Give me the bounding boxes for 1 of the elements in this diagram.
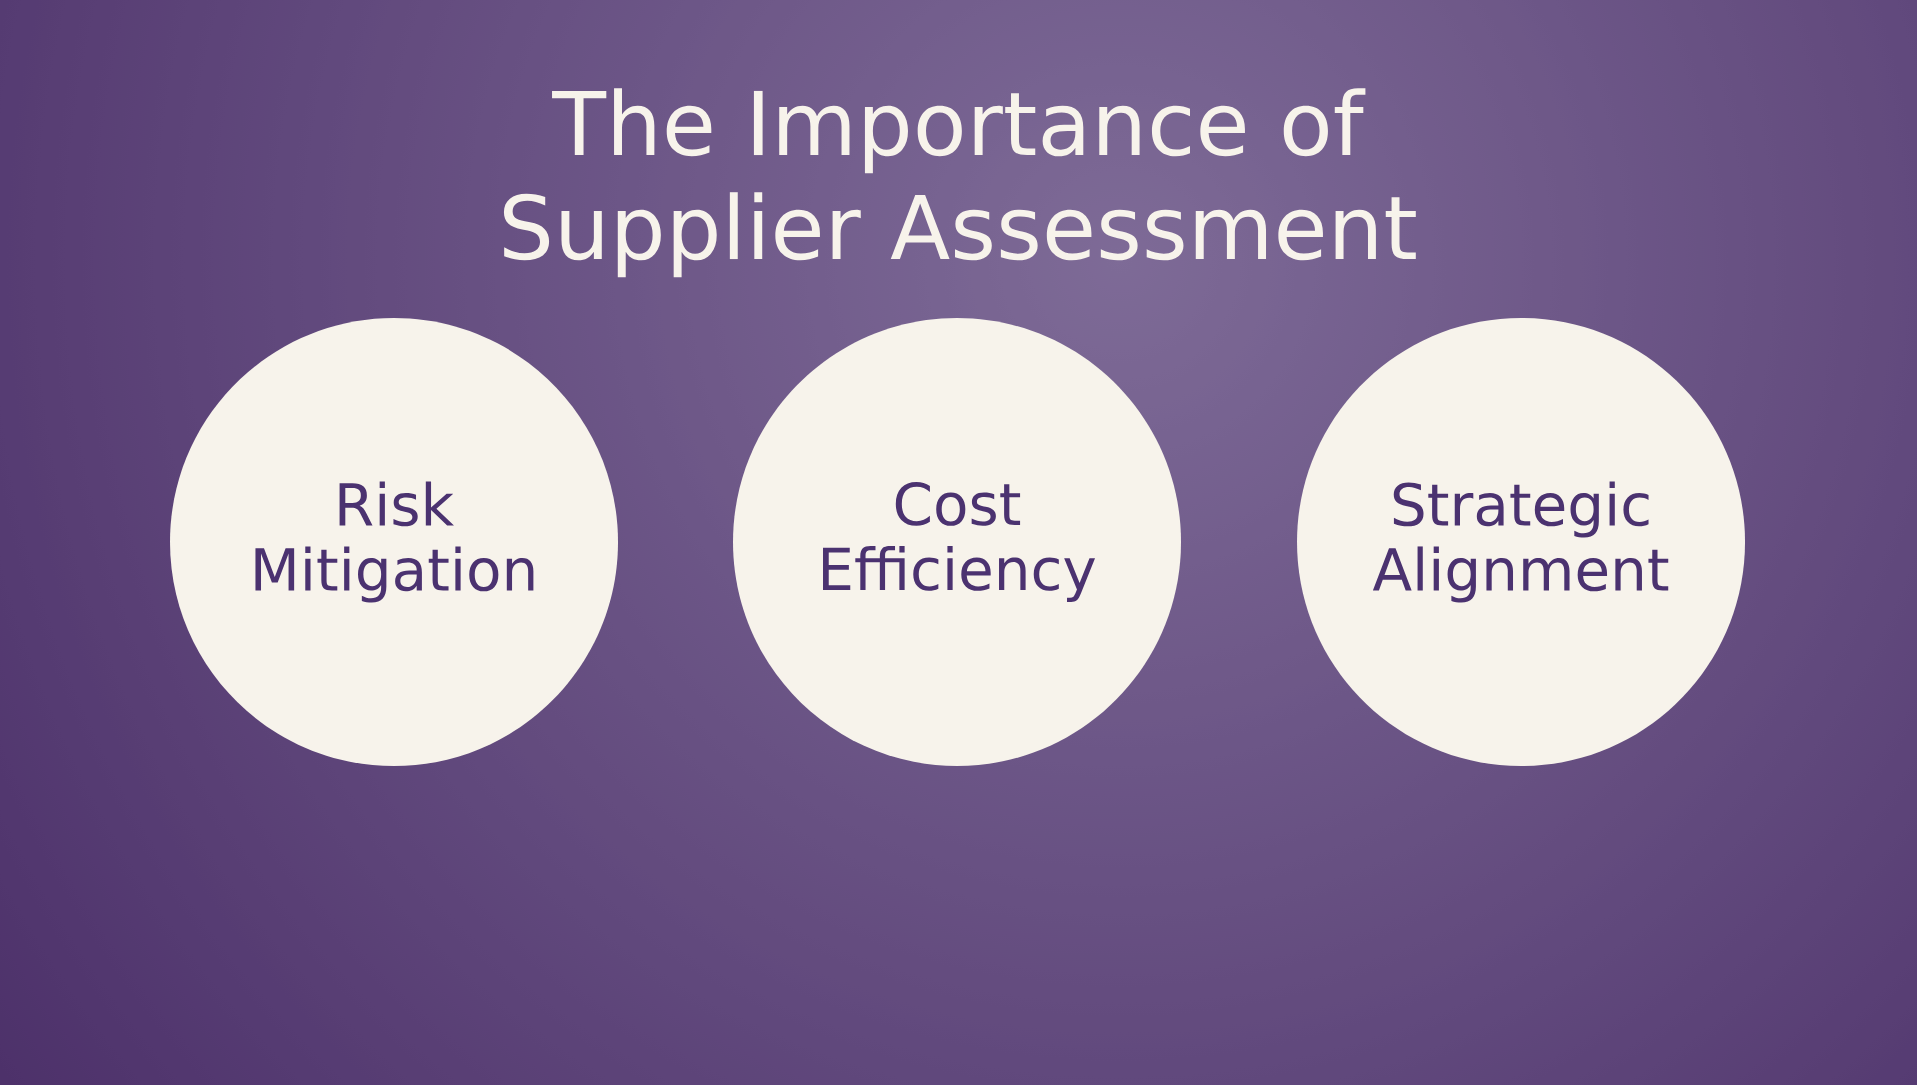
title: The Importance of Supplier Assessment: [503, 88, 1416, 278]
